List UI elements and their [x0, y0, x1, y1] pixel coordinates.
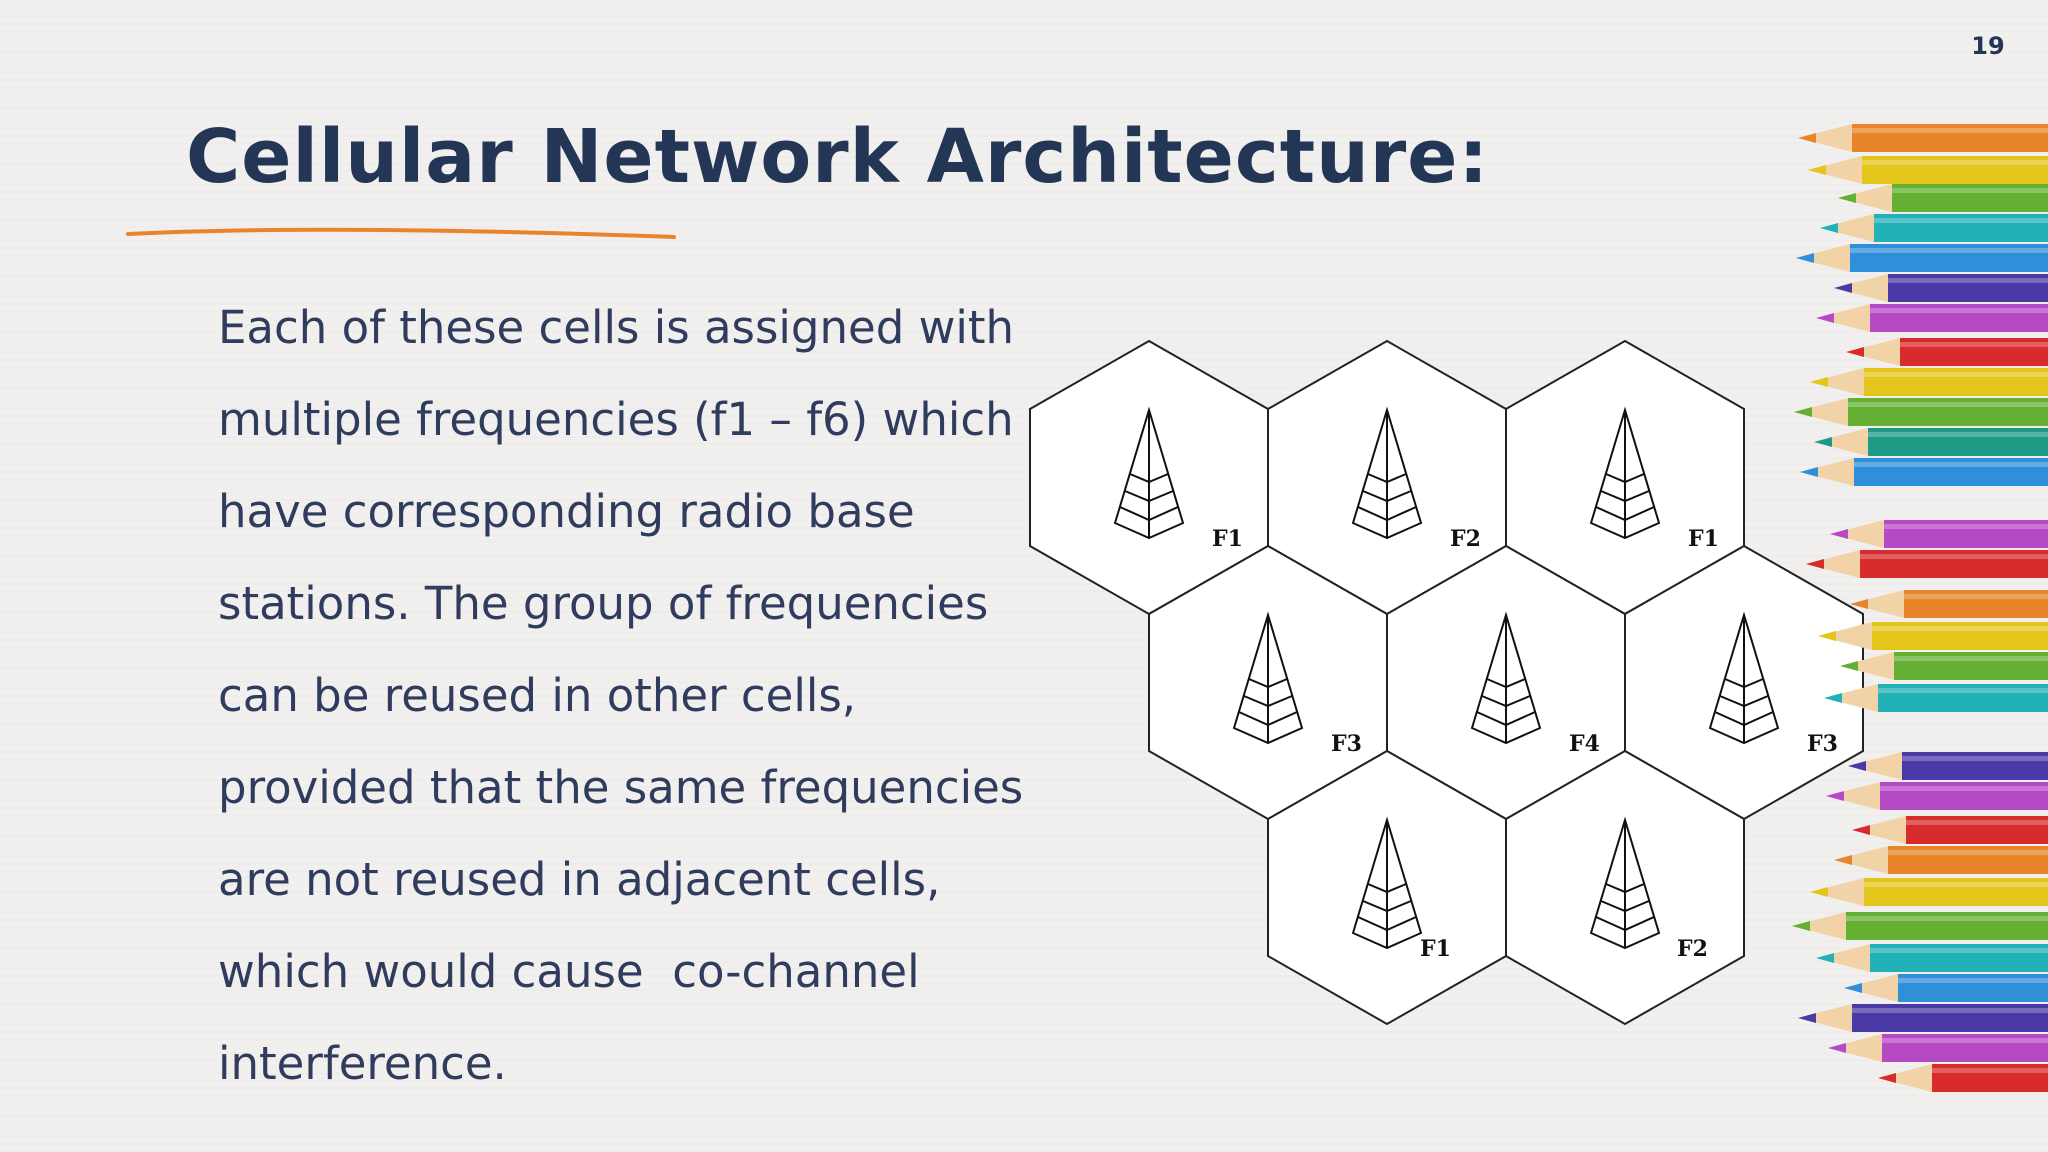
body-line: multiple frequencies (f1 – f6) which	[218, 393, 1014, 446]
pencil-icon	[1820, 214, 2048, 242]
pencil-icon	[1824, 684, 2048, 712]
pencil-icon	[1826, 782, 2048, 810]
pencil-icon	[1852, 816, 2048, 844]
hex-cell: F1	[1505, 339, 1745, 616]
body-line: Each of these cells is assigned with	[218, 301, 1015, 354]
pencil-icon	[1792, 912, 2048, 940]
pencil-icon	[1798, 1004, 2048, 1032]
pencil-icon	[1846, 338, 2048, 366]
pencil-icon	[1818, 622, 2048, 650]
body-line: are not reused in adjacent cells,	[218, 853, 941, 906]
pencil-icon	[1796, 244, 2048, 272]
cell-frequency-label: F1	[1212, 526, 1243, 552]
pencil-icon	[1816, 944, 2048, 972]
hex-cell: F2	[1505, 749, 1745, 1026]
pencil-icon	[1844, 974, 2048, 1002]
body-paragraph: Each of these cells is assigned with mul…	[218, 282, 1038, 1110]
body-line: provided that the same frequencies	[218, 761, 1024, 814]
slide-number: 19	[1971, 32, 2005, 60]
pencil-icon	[1806, 550, 2048, 578]
body-line: which would cause co-channel	[218, 945, 920, 998]
pencil-icon	[1814, 428, 2048, 456]
cell-frequency-label: F1	[1688, 526, 1719, 552]
cell-frequency-label: F3	[1331, 731, 1362, 757]
cell-frequency-label: F3	[1807, 731, 1838, 757]
pencil-icon	[1828, 1034, 2048, 1062]
pencil-icon	[1800, 458, 2048, 486]
body-line: have corresponding radio base	[218, 485, 915, 538]
pencil-icon	[1834, 846, 2048, 874]
hex-cell: F2	[1267, 339, 1507, 616]
body-line: can be reused in other cells,	[218, 669, 857, 722]
cell-frequency-label: F4	[1569, 731, 1600, 757]
cell-frequency-label: F2	[1677, 936, 1708, 962]
pencil-icon	[1816, 304, 2048, 332]
pencil-icon	[1810, 878, 2048, 906]
cell-frequency-label: F1	[1420, 936, 1451, 962]
body-line: stations. The group of frequencies	[218, 577, 989, 630]
pencil-icon	[1808, 156, 2048, 184]
pencil-icon	[1798, 124, 2048, 152]
pencil-icon	[1830, 520, 2048, 548]
hex-cell: F1	[1029, 339, 1269, 616]
pencil-icon	[1840, 652, 2048, 680]
title-underline	[126, 227, 676, 239]
slide-title: Cellular Network Architecture:	[186, 114, 1490, 200]
pencil-icon	[1834, 274, 2048, 302]
pencil-icon	[1838, 184, 2048, 212]
body-line: interference.	[218, 1037, 507, 1090]
pencil-icon	[1848, 752, 2048, 780]
pencil-icon	[1794, 398, 2048, 426]
colored-pencils-decoration	[1792, 124, 2048, 1092]
pencil-icon	[1850, 590, 2048, 618]
pencil-icon	[1810, 368, 2048, 396]
pencil-icon	[1878, 1064, 2048, 1092]
cell-frequency-label: F2	[1450, 526, 1481, 552]
